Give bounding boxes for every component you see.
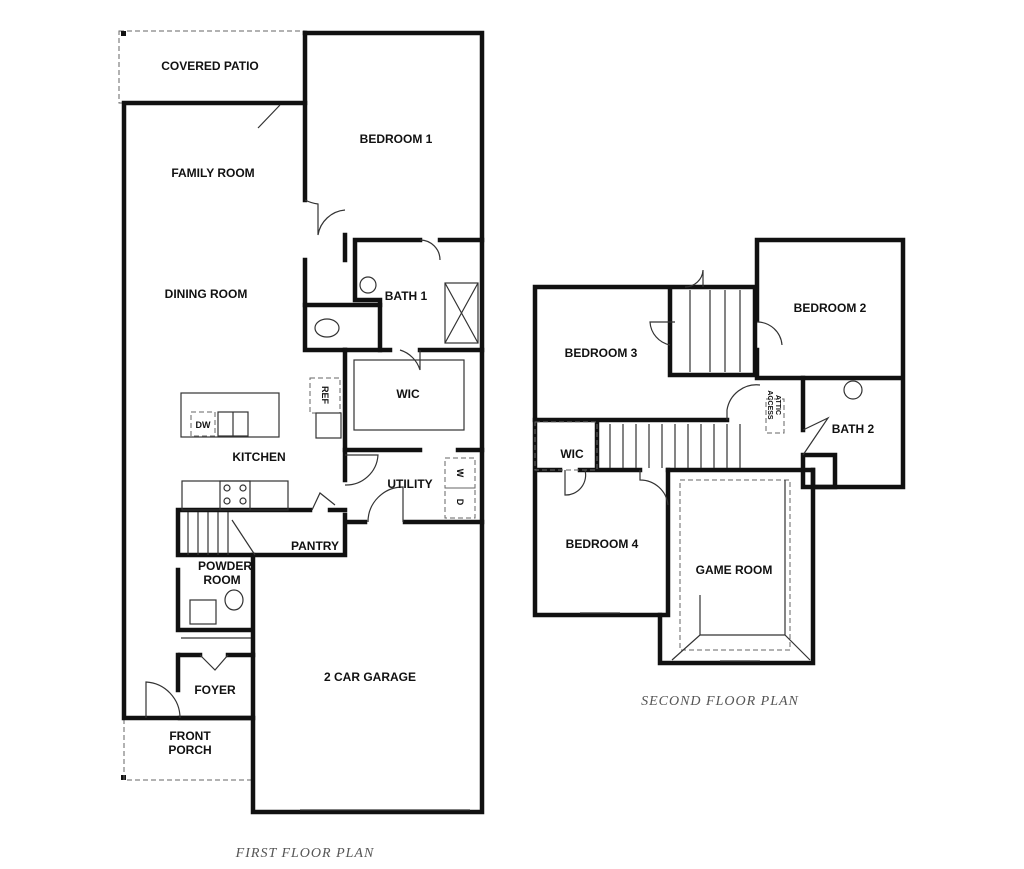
label-foyer: FOYER [194,683,236,697]
label-powder-room-2: ROOM [203,573,240,587]
wic-shelving [353,359,465,431]
first-floor-plan: COVERED PATIO BEDROOM 1 FAMILY ROOM DINI… [118,30,485,861]
label-bedroom-4: BEDROOM 4 [566,537,639,551]
powder-sink-icon [189,599,217,625]
label-washer: W [455,469,465,478]
label-wic: WIC [396,387,420,401]
label-dining-room: DINING ROOM [165,287,248,301]
attic-access [765,398,785,434]
label-powder-room: POWDER [198,559,252,573]
label-game-room: GAME ROOM [696,563,773,577]
stairs-first-floor [187,512,256,556]
stairs-second-floor [609,290,741,468]
label-bedroom-2: BEDROOM 2 [794,301,867,315]
label-pantry: PANTRY [291,539,339,553]
shower [444,282,479,344]
first-floor-caption: FIRST FLOOR PLAN [235,846,375,861]
label-kitchen: KITCHEN [232,450,285,464]
label-bedroom-1: BEDROOM 1 [360,132,433,146]
label-garage: 2 CAR GARAGE [324,670,416,684]
washer [444,457,476,489]
label-ref: REF [320,386,330,405]
label-wic-2: WIC [560,447,584,461]
exterior-walls [121,30,485,815]
label-utility: UTILITY [387,477,432,491]
label-front-porch-2: PORCH [168,743,211,757]
label-bedroom-3: BEDROOM 3 [565,346,638,360]
bath1-sink-icon [359,276,377,294]
powder-toilet-icon [224,589,244,611]
label-attic: ATTIC [774,395,781,415]
kitchen-island [180,392,280,438]
label-covered-patio: COVERED PATIO [161,59,259,73]
label-dw: DW [196,420,211,430]
label-family-room: FAMILY ROOM [171,166,254,180]
dryer [444,487,476,519]
label-bath-2: BATH 2 [832,422,875,436]
bath1-toilet-icon [314,318,340,338]
label-bath-1: BATH 1 [385,289,428,303]
cooktop-icon [219,480,251,511]
second-floor-plan: BEDROOM 2 BEDROOM 3 BATH 2 WIC BEDROOM 4… [532,237,906,709]
label-attic-access: ACCESS [766,390,773,420]
label-front-porch: FRONT [169,729,211,743]
covered-patio-outline [118,30,306,104]
label-dryer: D [455,499,465,506]
second-floor-caption: SECOND FLOOR PLAN [641,694,799,709]
bath2-sink-icon [843,380,863,400]
